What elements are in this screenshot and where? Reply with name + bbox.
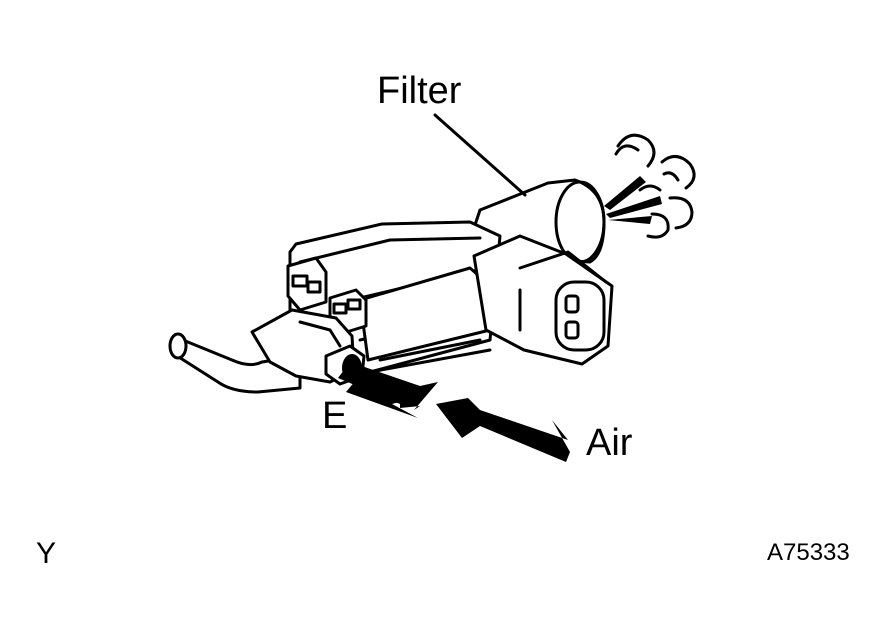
filter-canister: [468, 178, 606, 264]
terminal-block: [286, 256, 368, 336]
port-e-label: E: [322, 395, 348, 437]
corner-mark-label: Y: [36, 537, 57, 570]
filter-label: Filter: [377, 70, 462, 112]
air-discharge-puffs: [604, 133, 696, 239]
air-label: Air: [586, 422, 633, 464]
air-flow-arrows: [338, 362, 570, 462]
figure-code-label: A75333: [767, 539, 850, 566]
electrical-connector: [472, 234, 614, 366]
filter-leader-line: [433, 113, 527, 197]
inlet-pipe: [168, 308, 356, 394]
